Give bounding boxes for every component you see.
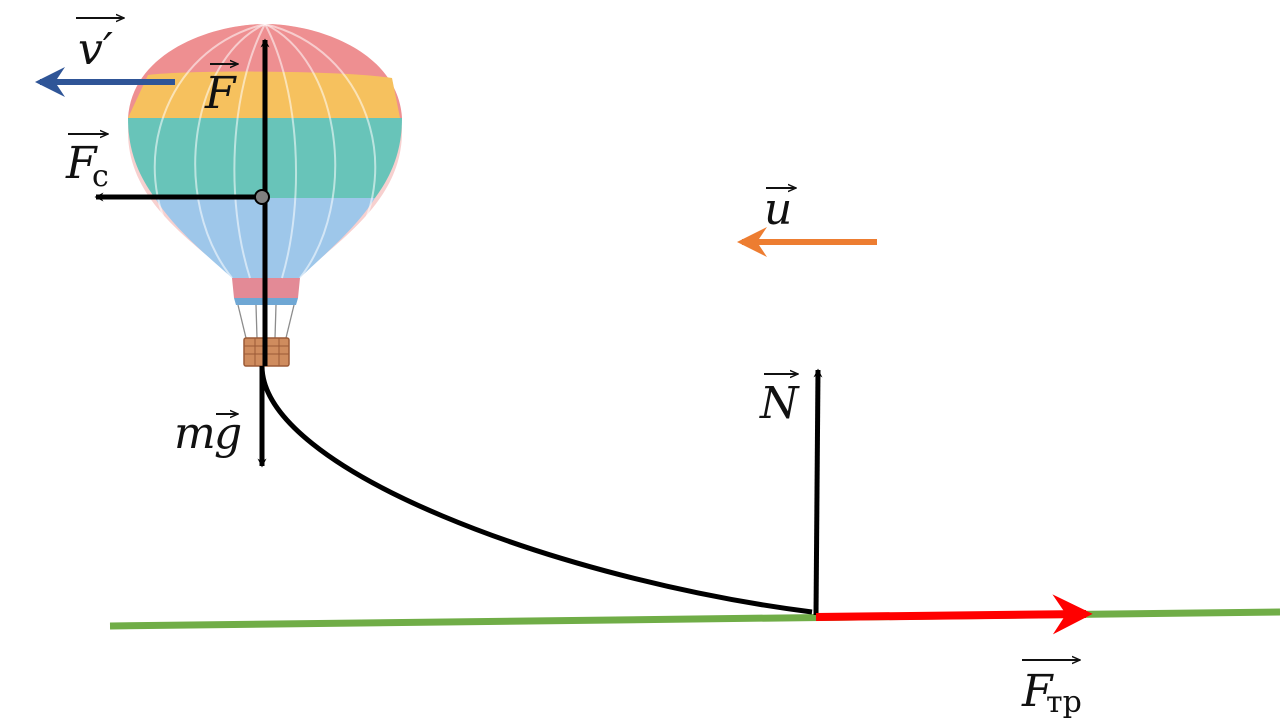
svg-text:v′: v′: [78, 24, 113, 75]
svg-text:тр: тр: [1046, 685, 1082, 718]
svg-text:F: F: [1021, 666, 1054, 717]
svg-text:u: u: [764, 184, 792, 235]
svg-text:N: N: [759, 378, 800, 429]
Ftr-arrow: [815, 594, 1093, 635]
ground-line: [109, 608, 1280, 630]
label-v-prime: v′: [76, 18, 124, 75]
svg-text:m: m: [174, 408, 216, 459]
svg-text:g: g: [214, 408, 242, 459]
svg-text:F: F: [204, 68, 237, 119]
N-arrow: [813, 368, 823, 616]
pivot-point: [254, 189, 270, 205]
label-mg: m g: [174, 408, 242, 459]
label-N: N: [759, 374, 800, 429]
label-F-c: F c: [65, 134, 109, 194]
svg-text:c: c: [92, 159, 109, 194]
label-u: u: [764, 184, 796, 235]
label-F: F: [204, 64, 238, 119]
svg-text:F: F: [65, 138, 98, 189]
label-F-tr: F тр: [1021, 660, 1082, 718]
rope: [259, 365, 813, 615]
